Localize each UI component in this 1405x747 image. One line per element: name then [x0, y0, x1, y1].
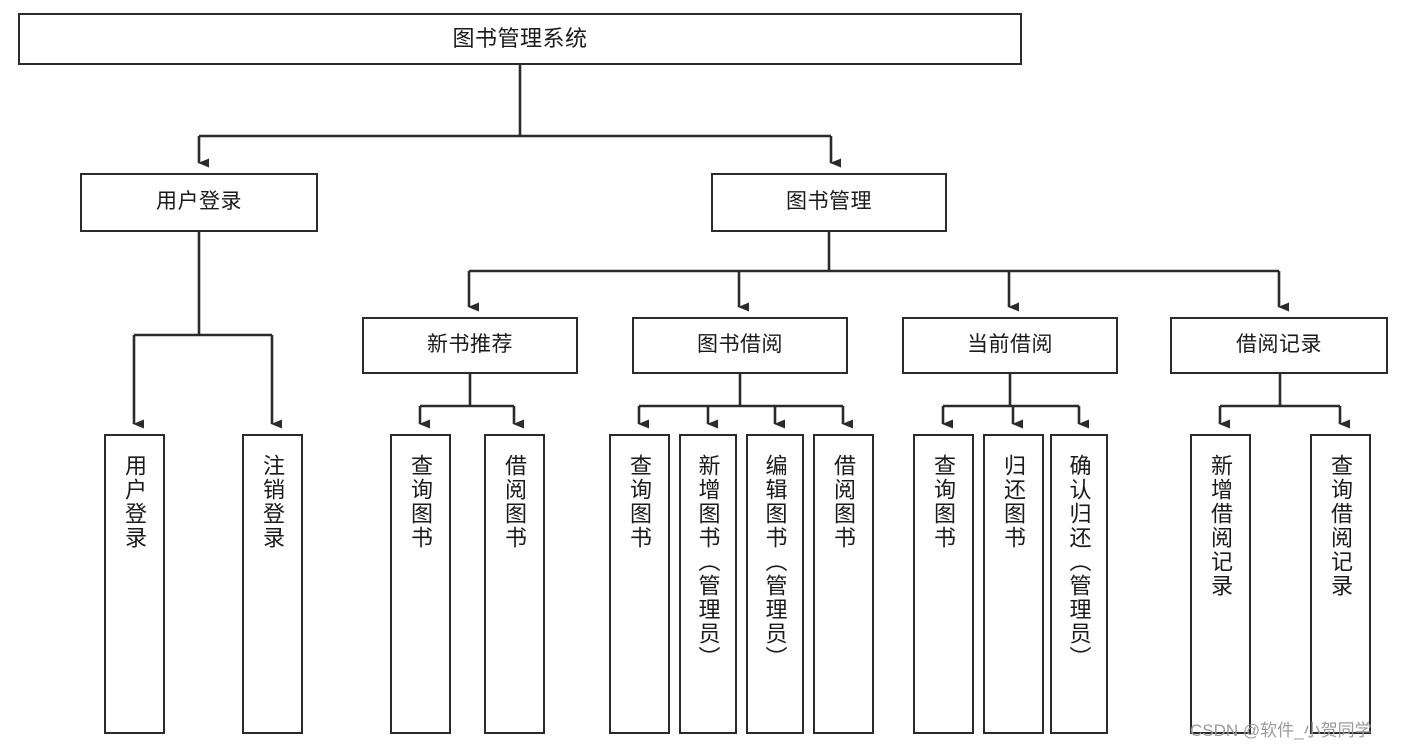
node-leaf-query-book-2[interactable]: 查询图书 — [609, 434, 670, 734]
node-leaf-query-book-2-label: 查询图书 — [627, 454, 653, 550]
node-leaf-user-login[interactable]: 用户登录 — [104, 434, 165, 734]
node-leaf-confirm-return-label: 确认归还（管理员） — [1066, 454, 1092, 670]
node-leaf-add-book[interactable]: 新增图书（管理员） — [679, 434, 737, 734]
node-new-book-rec-label: 新书推荐 — [427, 333, 513, 357]
node-book-manage-label: 图书管理 — [786, 190, 872, 214]
node-current-borrow-label: 当前借阅 — [967, 333, 1053, 357]
node-leaf-query-book-1-label: 查询图书 — [408, 454, 434, 550]
node-leaf-user-logout[interactable]: 注销登录 — [242, 434, 303, 734]
node-leaf-query-record[interactable]: 查询借阅记录 — [1310, 434, 1371, 734]
node-new-book-rec[interactable]: 新书推荐 — [362, 317, 578, 374]
node-root[interactable]: 图书管理系统 — [18, 13, 1022, 65]
node-user-login[interactable]: 用户登录 — [80, 173, 318, 232]
node-leaf-query-book-1[interactable]: 查询图书 — [390, 434, 451, 734]
node-current-borrow[interactable]: 当前借阅 — [902, 317, 1118, 374]
node-leaf-user-logout-label: 注销登录 — [260, 454, 286, 550]
node-leaf-user-login-label: 用户登录 — [122, 454, 148, 550]
node-leaf-borrow-book-1[interactable]: 借阅图书 — [484, 434, 545, 734]
node-leaf-query-book-3-label: 查询图书 — [931, 454, 957, 550]
node-leaf-return-book[interactable]: 归还图书 — [983, 434, 1044, 734]
node-leaf-add-record-label: 新增借阅记录 — [1208, 454, 1234, 598]
node-leaf-edit-book[interactable]: 编辑图书（管理员） — [746, 434, 804, 734]
node-leaf-borrow-book-2-label: 借阅图书 — [831, 454, 857, 550]
node-leaf-borrow-book-2[interactable]: 借阅图书 — [813, 434, 874, 734]
node-leaf-return-book-label: 归还图书 — [1001, 454, 1027, 550]
node-leaf-query-book-3[interactable]: 查询图书 — [913, 434, 974, 734]
node-leaf-confirm-return[interactable]: 确认归还（管理员） — [1050, 434, 1108, 734]
node-borrow-record-label: 借阅记录 — [1236, 333, 1322, 357]
node-book-borrow[interactable]: 图书借阅 — [632, 317, 848, 374]
node-user-login-label: 用户登录 — [156, 190, 242, 214]
node-leaf-query-record-label: 查询借阅记录 — [1328, 454, 1354, 598]
node-book-manage[interactable]: 图书管理 — [711, 173, 947, 232]
node-borrow-record[interactable]: 借阅记录 — [1170, 317, 1388, 374]
node-book-borrow-label: 图书借阅 — [697, 333, 783, 357]
node-leaf-borrow-book-1-label: 借阅图书 — [502, 454, 528, 550]
node-root-label: 图书管理系统 — [452, 26, 588, 52]
node-leaf-add-record[interactable]: 新增借阅记录 — [1190, 434, 1251, 734]
csdn-watermark: CSDN @软件_小贺同学 — [1190, 721, 1372, 740]
node-leaf-add-book-label: 新增图书（管理员） — [695, 454, 721, 670]
node-leaf-edit-book-label: 编辑图书（管理员） — [762, 454, 788, 670]
